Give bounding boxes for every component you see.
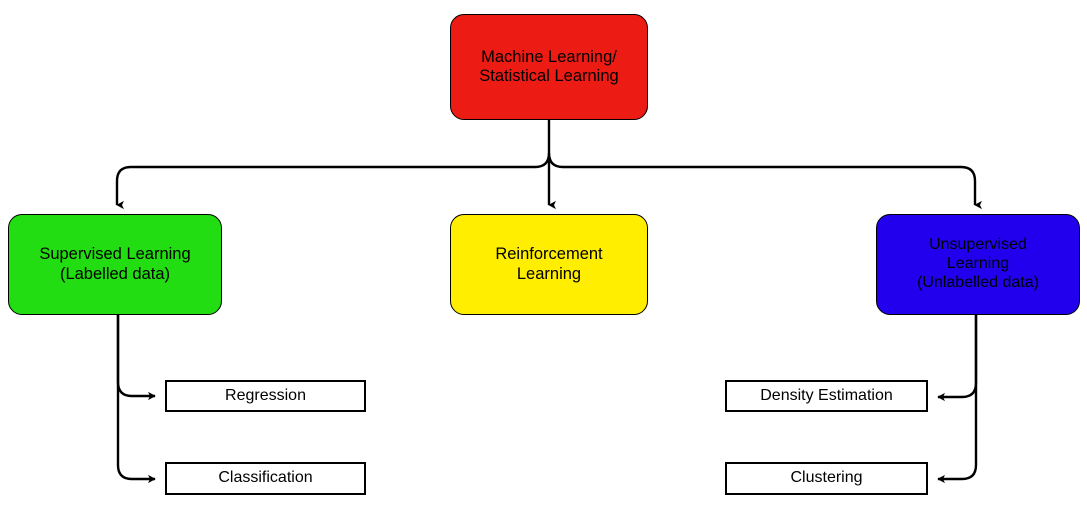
node-label-unsupervised: Unsupervised Learning (Unlabelled data) xyxy=(917,236,1039,291)
node-unsupervised-learning[interactable]: Unsupervised Learning (Unlabelled data) xyxy=(876,214,1080,315)
edge-supervised-to-classification xyxy=(116,315,156,484)
node-label-reinforcement: Reinforcement Learning xyxy=(495,245,603,283)
node-regression[interactable]: Regression xyxy=(165,380,366,412)
node-label-classification: Classification xyxy=(218,469,313,487)
node-clustering[interactable]: Clustering xyxy=(725,462,928,495)
node-label-clustering: Clustering xyxy=(790,469,863,487)
node-label-density-estimation: Density Estimation xyxy=(760,386,893,404)
edge-root-to-supervised xyxy=(115,165,535,210)
node-supervised-learning[interactable]: Supervised Learning (Labelled data) xyxy=(8,214,222,315)
node-label-regression: Regression xyxy=(225,386,306,404)
node-label-supervised: Supervised Learning (Labelled data) xyxy=(39,245,191,283)
node-density-estimation[interactable]: Density Estimation xyxy=(725,380,928,412)
edge-unsupervised-to-density xyxy=(937,315,978,402)
node-classification[interactable]: Classification xyxy=(165,462,366,495)
edge-supervised-to-regression xyxy=(116,315,156,401)
node-label-root: Machine Learning/ Statistical Learning xyxy=(479,47,619,85)
edge-root-stem xyxy=(534,120,551,169)
edge-root-to-unsupervised xyxy=(563,165,982,210)
node-reinforcement-learning[interactable]: Reinforcement Learning xyxy=(450,214,648,315)
node-machine-learning-root[interactable]: Machine Learning/ Statistical Learning xyxy=(450,14,648,120)
edge-unsupervised-to-clustering xyxy=(937,315,978,484)
edge-root-stem-right xyxy=(547,152,564,169)
